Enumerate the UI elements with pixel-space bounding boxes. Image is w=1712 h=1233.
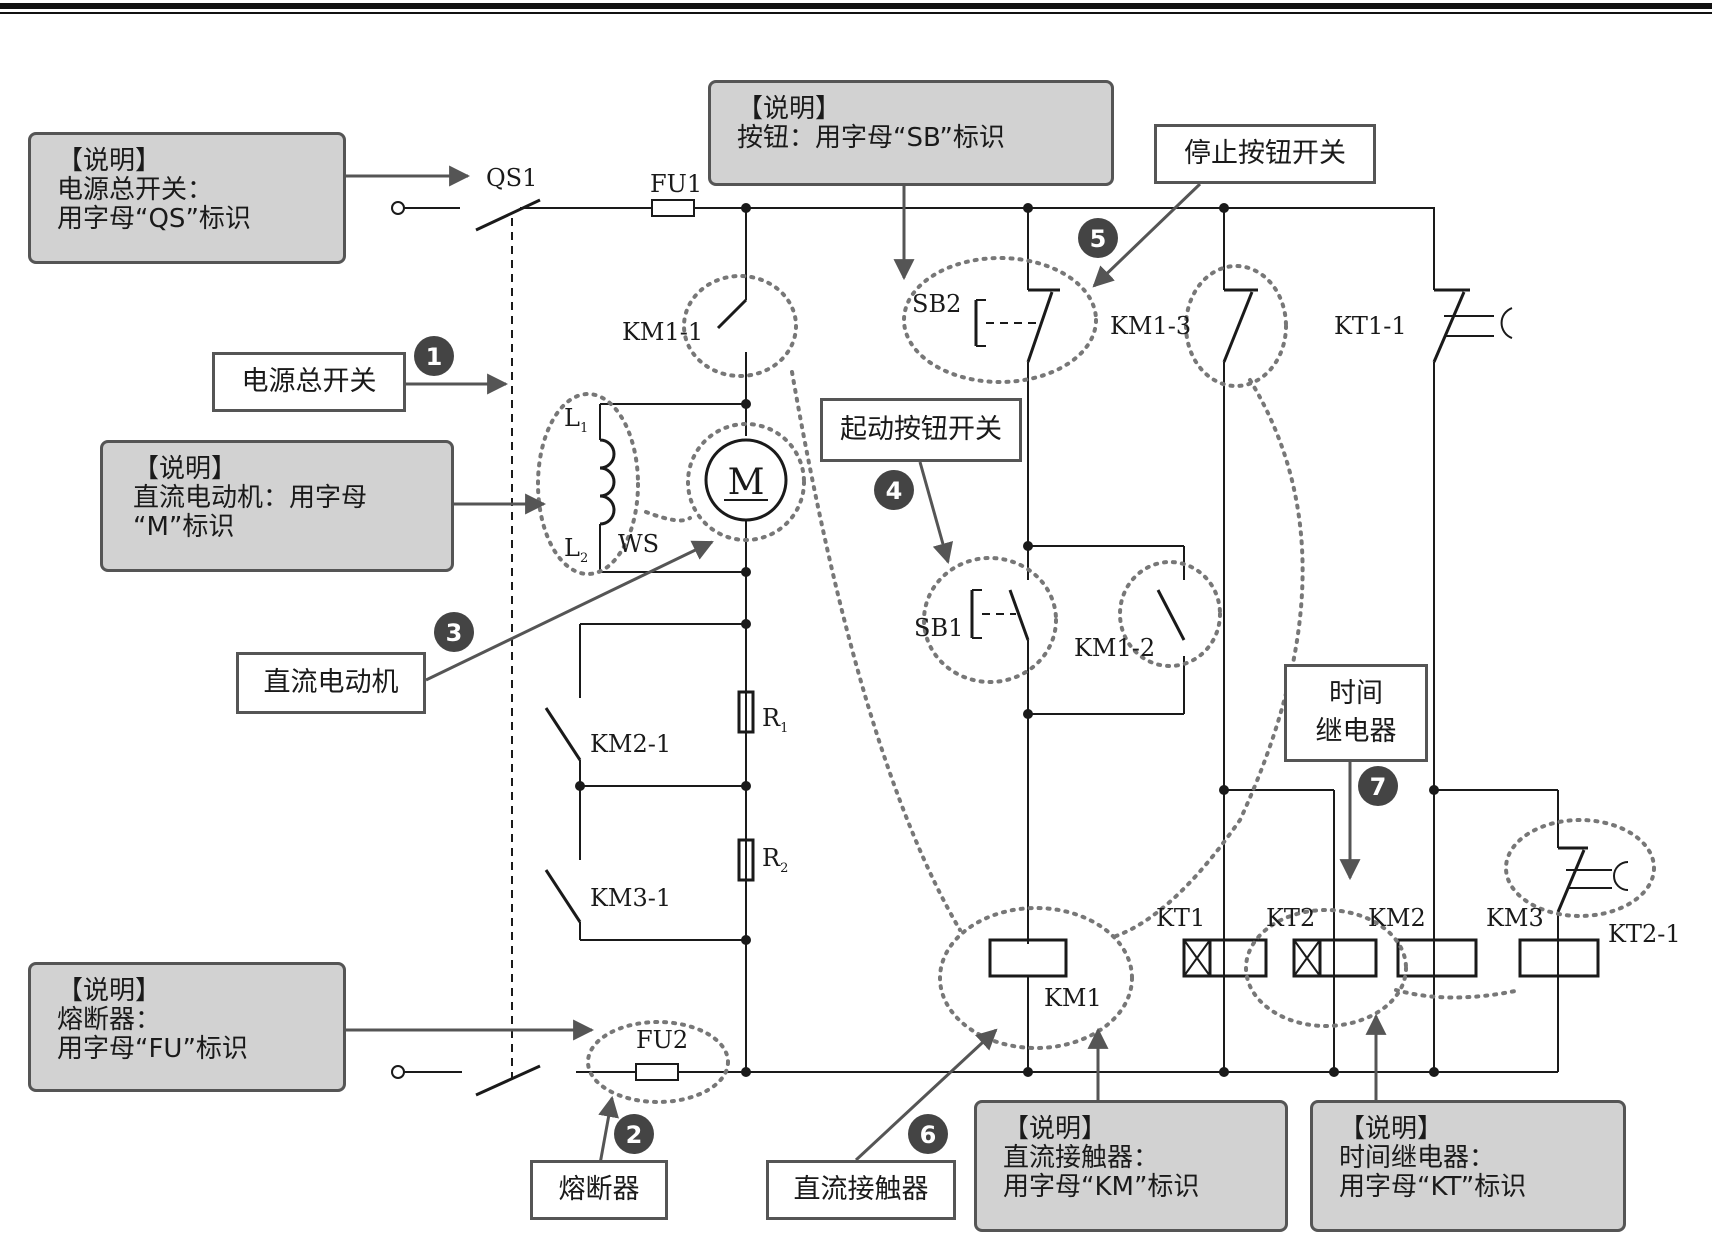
note-km-line2: 用字母“KM”标识 <box>1003 1172 1200 1202</box>
ws-label: WS <box>618 530 659 558</box>
note-m-head: 【说明】 <box>133 454 238 484</box>
callout-arrows <box>346 165 1387 1165</box>
note-kt-head: 【说明】 <box>1339 1114 1444 1144</box>
callout-dc-contactor-text: 直流接触器 <box>793 1174 929 1205</box>
component-labels: QS1 FU1 FU2 KM1-1 SB2 KM1-3 KT1-1 L1 L2 … <box>486 164 1681 1054</box>
qs1-label: QS1 <box>486 164 537 192</box>
note-km-line1: 直流接触器： <box>1003 1143 1160 1173</box>
km1-2-label: KM1-2 <box>1074 634 1155 662</box>
sb2-label: SB2 <box>912 290 961 318</box>
note-fu-line1: 熔断器： <box>57 1005 162 1035</box>
note-sb-line1: 按钮：用字母“SB”标识 <box>737 123 1005 153</box>
note-sb-head: 【说明】 <box>737 94 842 124</box>
note-m-line1: 直流电动机：用字母 <box>133 483 368 513</box>
callout-time-relay-line2: 继电器 <box>1315 716 1397 747</box>
note-m: 【说明】 直流电动机：用字母 “M”标识 <box>100 440 454 572</box>
callout-stop-button: 停止按钮开关 <box>1154 124 1376 184</box>
fu1-label: FU1 <box>650 170 702 198</box>
badge-2-text: 2 <box>626 1121 643 1149</box>
motor-label: M <box>728 462 765 503</box>
callout-start-button: 起动按钮开关 <box>820 398 1022 462</box>
note-qs: 【说明】 电源总开关： 用字母“QS”标识 <box>28 132 346 264</box>
note-fu-head: 【说明】 <box>57 976 162 1006</box>
note-qs-line2: 用字母“QS”标识 <box>57 204 251 234</box>
sb1-label: SB1 <box>914 614 963 642</box>
note-km-head: 【说明】 <box>1003 1114 1108 1144</box>
r1-label: R1 <box>762 704 788 736</box>
km1-1-label: KM1-1 <box>622 318 703 346</box>
note-qs-head: 【说明】 <box>57 146 162 176</box>
note-kt-line1: 时间继电器： <box>1339 1143 1496 1173</box>
kt1-1-branch <box>1396 208 1629 1077</box>
top-power-rail <box>391 198 1435 232</box>
badge-6: 6 <box>908 1114 948 1154</box>
callout-fuse: 熔断器 <box>530 1160 668 1220</box>
note-kt-line2: 用字母“KT”标识 <box>1339 1172 1527 1202</box>
badge-1-text: 1 <box>426 343 443 371</box>
km3-1-label: KM3-1 <box>590 884 671 912</box>
callout-time-relay: 时间 继电器 <box>1284 664 1428 762</box>
note-kt: 【说明】 时间继电器： 用字母“KT”标识 <box>1310 1100 1626 1232</box>
callout-time-relay-line1: 时间 <box>1329 678 1383 709</box>
callout-dc-contactor: 直流接触器 <box>766 1160 956 1220</box>
badge-7-text: 7 <box>1370 773 1387 801</box>
badge-6-text: 6 <box>920 1121 937 1149</box>
badge-4-text: 4 <box>886 477 903 505</box>
km1-3-label: KM1-3 <box>1110 312 1191 340</box>
note-m-line2: “M”标识 <box>133 512 235 542</box>
badge-7: 7 <box>1358 766 1398 806</box>
badge-3: 3 <box>434 612 474 652</box>
badge-1: 1 <box>414 336 454 376</box>
note-fu-line2: 用字母“FU”标识 <box>57 1034 248 1064</box>
l2-label: L2 <box>564 534 588 566</box>
bottom-power-rail <box>391 1063 1558 1097</box>
badge-3-text: 3 <box>446 619 463 647</box>
callout-dc-motor-text: 直流电动机 <box>263 667 399 698</box>
km3-label: KM3 <box>1486 904 1544 932</box>
kt1-label: KT1 <box>1156 904 1205 932</box>
note-sb: 【说明】 按钮：用字母“SB”标识 <box>708 80 1114 186</box>
header-rule <box>0 3 1712 14</box>
callout-stop-button-text: 停止按钮开关 <box>1184 138 1346 169</box>
note-qs-line1: 电源总开关： <box>57 175 214 205</box>
km2-label: KM2 <box>1368 904 1426 932</box>
badge-2: 2 <box>614 1114 654 1154</box>
km2-1-label: KM2-1 <box>590 730 671 758</box>
callout-dc-motor: 直流电动机 <box>236 652 426 714</box>
r2-label: R2 <box>762 844 788 876</box>
km1-3-branch <box>1182 203 1378 1077</box>
callout-start-button-text: 起动按钮开关 <box>840 414 1002 445</box>
km1-label: KM1 <box>1044 984 1102 1012</box>
badge-4: 4 <box>874 470 914 510</box>
note-fu: 【说明】 熔断器： 用字母“FU”标识 <box>28 962 346 1092</box>
kt1-1-label: KT1-1 <box>1334 312 1407 340</box>
fu2-label: FU2 <box>636 1026 688 1054</box>
highlight-ellipses <box>536 256 1656 1104</box>
l1-label: L1 <box>564 404 588 436</box>
badge-5-text: 5 <box>1090 225 1107 253</box>
callout-fuse-text: 熔断器 <box>558 1174 640 1205</box>
note-km: 【说明】 直流接触器： 用字母“KM”标识 <box>974 1100 1288 1232</box>
km1-branch <box>970 203 1186 1077</box>
motor-branch <box>544 203 788 1077</box>
callout-power-switch: 电源总开关 <box>212 352 406 412</box>
kt2-1-label: KT2-1 <box>1608 920 1681 948</box>
badge-5: 5 <box>1078 218 1118 258</box>
kt2-label: KT2 <box>1266 904 1315 932</box>
callout-power-switch-text: 电源总开关 <box>241 366 377 397</box>
